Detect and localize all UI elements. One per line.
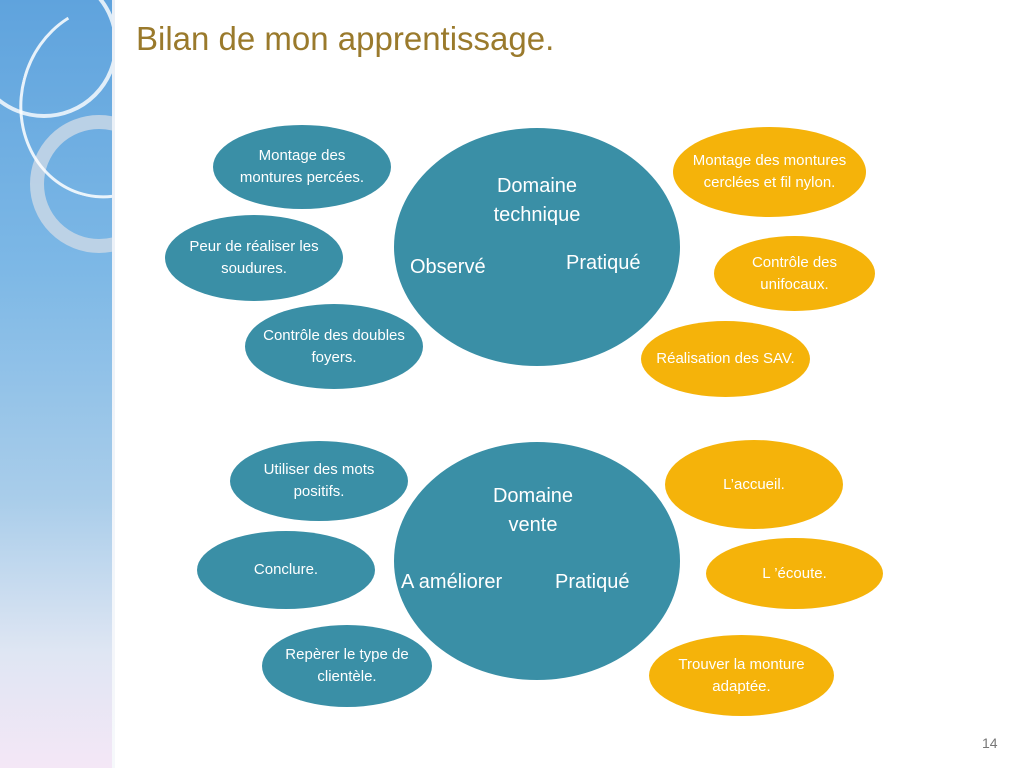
domain-vente-circle <box>392 440 682 682</box>
vente-practiced-item: L’accueil. <box>665 440 843 529</box>
vente-improve-item: Utiliser des mots positifs. <box>230 441 408 521</box>
vente-practiced-item: L ’écoute. <box>706 538 883 609</box>
technique-practiced-text: Montage des montures cerclées et fil nyl… <box>692 152 847 191</box>
vente-practiced-text: Trouver la monture adaptée. <box>678 655 805 695</box>
decorative-ring <box>0 0 112 118</box>
vente-improve-text: Utiliser des mots positifs. <box>263 461 375 500</box>
domain-vente-right-label: Pratiqué <box>555 571 630 593</box>
domain-vente-title-line1: Domaine <box>492 485 574 507</box>
vente-improve-text: Repèrer le type de clientèle. <box>285 646 409 685</box>
domain-vente-title: Domaine vente <box>468 482 598 540</box>
sidebar-edge <box>112 0 115 768</box>
vente-practiced-text: L’accueil. <box>723 475 785 493</box>
domain-technique-left-label: Observé <box>410 256 486 278</box>
technique-observed-item: Contrôle des doubles foyers. <box>245 304 423 389</box>
decorative-sidebar <box>0 0 112 768</box>
slide-title: Bilan de mon apprentissage. <box>136 20 555 57</box>
technique-practiced-item: Contrôle des unifocaux. <box>714 236 875 311</box>
domain-technique-title-line1: Domaine <box>496 175 578 197</box>
vente-improve-item: Conclure. <box>197 531 375 609</box>
vente-practiced-text: L ’écoute. <box>762 564 827 582</box>
vente-improve-text: Conclure. <box>253 561 319 579</box>
page-number: 14 <box>982 735 998 751</box>
technique-practiced-item: Montage des montures cerclées et fil nyl… <box>673 127 866 217</box>
technique-practiced-text: Réalisation des SAV. <box>656 350 795 368</box>
technique-practiced-text: Contrôle des unifocaux. <box>751 253 838 293</box>
technique-observed-text: Contrôle des doubles foyers. <box>263 326 405 366</box>
domain-technique-title: Domaine technique <box>472 172 602 230</box>
domain-technique-circle <box>392 126 682 368</box>
domain-technique-right-label: Pratiqué <box>566 252 641 274</box>
vente-improve-item: Repèrer le type de clientèle. <box>262 625 432 707</box>
vente-practiced-item: Trouver la monture adaptée. <box>649 635 834 716</box>
technique-observed-item: Peur de réaliser les soudures. <box>165 215 343 301</box>
technique-observed-text: Peur de réaliser les soudures. <box>189 238 319 277</box>
domain-vente-left-label: A améliorer <box>401 571 503 593</box>
technique-observed-item: Montage des montures percées. <box>213 125 391 209</box>
domain-technique-title-line2: technique <box>493 204 581 226</box>
technique-practiced-item: Réalisation des SAV. <box>641 321 810 397</box>
domain-vente-title-line2: vente <box>508 514 558 536</box>
technique-observed-text: Montage des montures percées. <box>239 147 365 186</box>
